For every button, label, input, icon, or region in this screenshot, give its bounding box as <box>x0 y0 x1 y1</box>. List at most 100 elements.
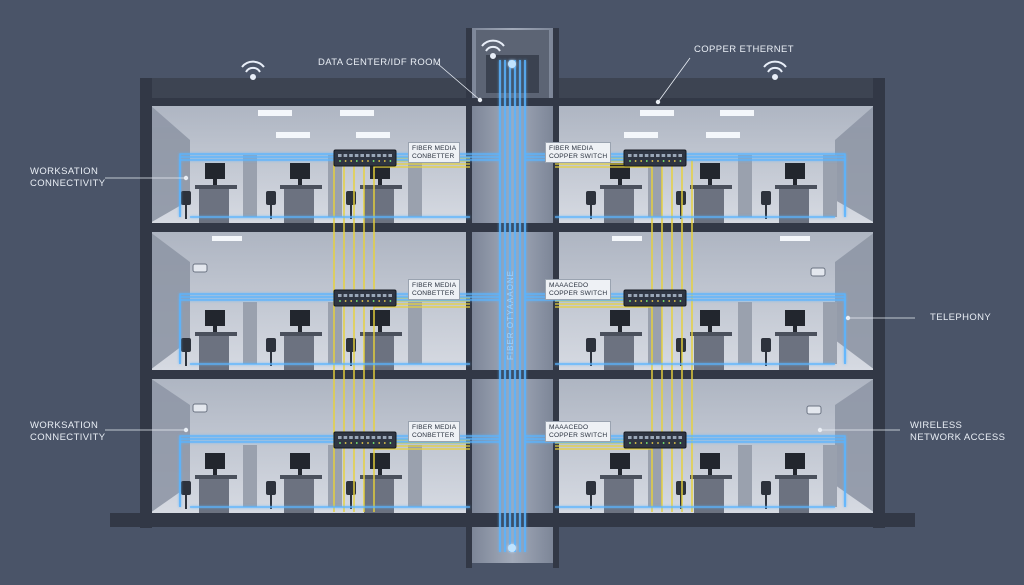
desk-cabinet <box>364 189 394 223</box>
switch-port <box>639 294 643 297</box>
desk <box>280 475 322 479</box>
monitor-stand <box>378 469 382 475</box>
switch-port <box>366 294 370 297</box>
switch-port <box>354 154 359 157</box>
monitor <box>205 310 225 326</box>
workstation <box>266 155 342 223</box>
switch-led <box>679 300 682 302</box>
desk-cabinet <box>199 479 229 513</box>
switch-port <box>656 154 660 157</box>
switch-led <box>640 300 643 302</box>
partition <box>648 302 662 364</box>
desk-cabinet <box>604 189 634 223</box>
chair <box>266 191 276 205</box>
partition <box>738 445 752 507</box>
monitor-stand <box>793 179 797 185</box>
chair <box>181 191 191 205</box>
desk-cabinet <box>284 189 314 223</box>
partition <box>408 302 422 364</box>
desk-cabinet <box>284 479 314 513</box>
monitor <box>290 310 310 326</box>
telephony-label: TELEPHONY <box>930 312 992 323</box>
partition <box>738 302 752 364</box>
desk <box>690 332 732 336</box>
phone-icon <box>810 267 826 277</box>
switch-port <box>667 436 671 439</box>
switch-port <box>644 294 649 297</box>
chair <box>586 338 596 352</box>
workstation <box>181 445 257 513</box>
switch-led <box>645 160 648 162</box>
switch-port <box>672 154 677 157</box>
desk <box>600 475 642 479</box>
right-floor-2-box: MAAACEDO COPPER SWITCH <box>545 279 612 301</box>
switch-led <box>629 442 631 444</box>
left-floor-3-box: FIBER MEDIA CONBETTER <box>408 421 461 443</box>
switch-body <box>623 431 687 449</box>
switch-port <box>343 294 348 297</box>
switch-port <box>667 294 671 297</box>
switch-led <box>634 442 637 444</box>
desk-cabinet <box>199 336 229 370</box>
right-floor-1-box: FIBER MEDIA COPPER SWITCH <box>545 142 612 164</box>
switch-led <box>668 160 671 162</box>
fiber-endpoint <box>508 60 516 68</box>
switch-led <box>673 300 676 302</box>
monitor-stand <box>213 179 217 185</box>
monitor <box>290 453 310 469</box>
switch-body <box>623 289 687 307</box>
chair <box>676 191 686 205</box>
switch-body <box>333 431 397 449</box>
desk <box>600 332 642 336</box>
chair <box>266 338 276 352</box>
switch-led <box>673 442 676 444</box>
workstation-connectivity-top-label: WORKSATION CONNECTIVITY <box>30 166 106 189</box>
partition <box>328 155 342 217</box>
switch-port <box>366 436 370 439</box>
switch-led <box>673 160 676 162</box>
switch-port <box>633 436 638 439</box>
desk-cabinet <box>199 189 229 223</box>
switch-port <box>656 436 660 439</box>
monitor <box>785 310 805 326</box>
switch-port <box>338 294 342 297</box>
chair <box>266 481 276 495</box>
switch-port <box>377 294 381 297</box>
switch-led <box>657 300 659 302</box>
desk-cabinet <box>364 336 394 370</box>
switch-led <box>339 160 341 162</box>
left-floor-1-box: FIBER MEDIA CONBETTER <box>408 142 461 164</box>
monitor-stand <box>708 326 712 332</box>
switch-port <box>633 294 638 297</box>
switch-port <box>360 154 364 157</box>
desk <box>600 185 642 189</box>
switch-port <box>382 294 387 297</box>
switch-led <box>651 300 654 302</box>
desk-cabinet <box>779 336 809 370</box>
chair <box>586 191 596 205</box>
switch-body <box>623 149 687 167</box>
desk <box>195 185 237 189</box>
network-switch <box>333 149 397 167</box>
desk <box>690 475 732 479</box>
switch-port <box>366 154 370 157</box>
switch-led <box>645 300 648 302</box>
phone-body <box>806 405 822 415</box>
switch-port <box>349 294 353 297</box>
desk <box>360 332 402 336</box>
monitor-stand <box>708 469 712 475</box>
switch-led <box>640 442 643 444</box>
switch-port <box>628 154 632 157</box>
switch-port <box>678 436 682 439</box>
monitor <box>700 453 720 469</box>
switch-port <box>667 154 671 157</box>
copper-ethernet-label: COPPER ETHERNET <box>694 44 794 55</box>
switch-led <box>662 300 665 302</box>
switch-port <box>628 436 632 439</box>
switch-port <box>661 294 666 297</box>
roof-left <box>150 78 470 100</box>
desk-cabinet <box>364 479 394 513</box>
monitor-stand <box>213 469 217 475</box>
monitor <box>205 453 225 469</box>
switch-led <box>339 300 341 302</box>
